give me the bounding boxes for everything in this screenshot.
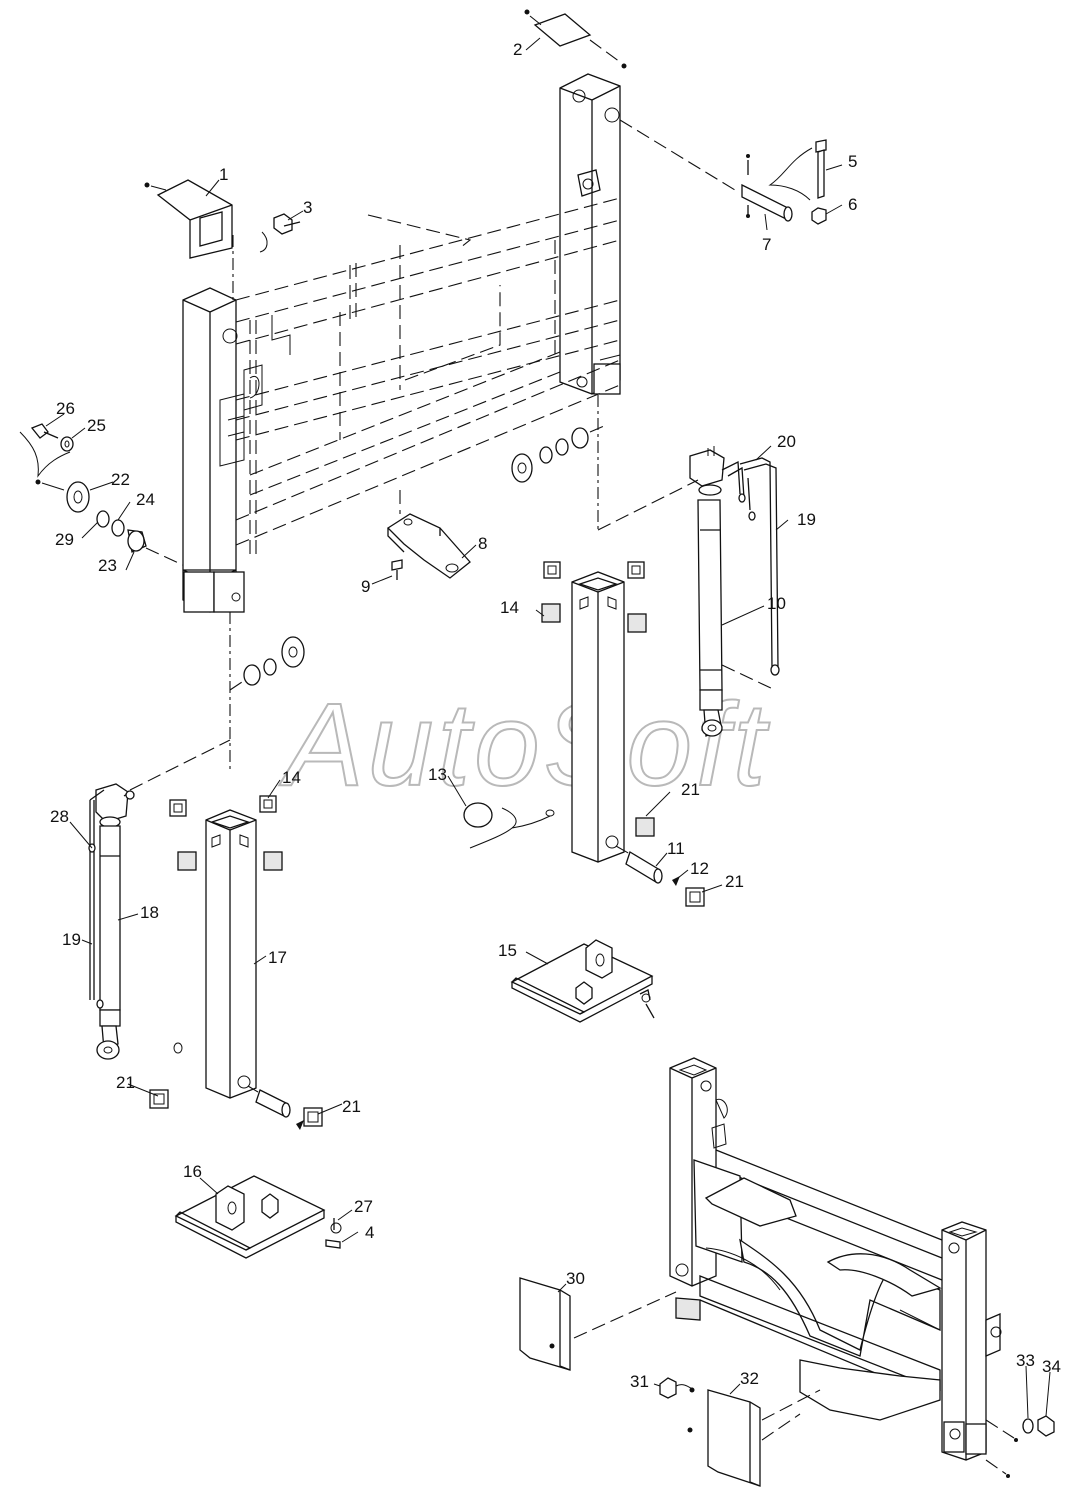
callout-23: 23 — [98, 556, 117, 575]
part-23-bushing — [127, 529, 147, 553]
left-column-wear-pads — [149, 795, 323, 1127]
left-column-pin — [247, 1085, 304, 1130]
part-25-washer — [60, 436, 74, 452]
callout-21-right-lower: 21 — [725, 872, 744, 891]
callout-12: 12 — [690, 859, 709, 878]
part-17-left-inner-column — [205, 809, 257, 1099]
part-32-side-plate — [687, 1387, 821, 1487]
callout-1: 1 — [219, 165, 228, 184]
callout-9: 9 — [361, 577, 370, 596]
callout-15: 15 — [498, 941, 517, 960]
callout-16: 16 — [183, 1162, 202, 1181]
callout-19-left: 19 — [62, 930, 81, 949]
part-8-plate — [386, 490, 471, 579]
callout-30: 30 — [566, 1269, 585, 1288]
right-column-wear-pads — [541, 561, 705, 907]
part-29-ring — [96, 510, 110, 528]
callout-5: 5 — [848, 152, 857, 171]
part-15-base-plate — [510, 939, 655, 1023]
callout-17: 17 — [268, 948, 287, 967]
callout-2: 2 — [513, 40, 522, 59]
callout-18: 18 — [140, 903, 159, 922]
callout-20: 20 — [777, 432, 796, 451]
callout-13: 13 — [428, 765, 447, 784]
part-19-hydraulic-line-left — [88, 789, 135, 1009]
part-16-base-plate — [174, 1175, 326, 1259]
part-2-cover-plate — [524, 9, 627, 69]
cylinder-mount-line — [597, 479, 776, 691]
callout-33: 33 — [1016, 1351, 1035, 1370]
callout-4: 4 — [365, 1223, 374, 1242]
part-13-snap-ring — [463, 802, 555, 849]
callout-28: 28 — [50, 807, 69, 826]
callout-11: 11 — [667, 839, 685, 858]
callout-14-left: 14 — [282, 768, 301, 787]
callout-24: 24 — [136, 490, 155, 509]
callout-29: 29 — [55, 530, 74, 549]
callout-21-lower-left: 21 — [116, 1073, 135, 1092]
part-20-hydraulic-line — [721, 457, 780, 676]
part-27-clip — [330, 1218, 342, 1234]
part-31-nut — [659, 1377, 695, 1399]
part-9-screw — [391, 559, 403, 580]
right-inner-column — [571, 571, 625, 863]
part-33-washer — [1022, 1418, 1034, 1434]
callout-7: 7 — [762, 235, 771, 254]
callout-31: 31 — [630, 1372, 649, 1391]
callout-22: 22 — [111, 470, 130, 489]
cylinder-mount-line-left — [129, 739, 231, 791]
callout-6: 6 — [848, 195, 857, 214]
callout-21-right: 21 — [681, 780, 700, 799]
part-30-side-plate — [519, 1277, 677, 1371]
callout-21-lower-mid: 21 — [342, 1097, 361, 1116]
part-5-bolt — [815, 139, 827, 199]
lower-left-seal-stack — [229, 636, 305, 691]
part-4-pin — [325, 1239, 341, 1249]
part-22-flange — [35, 479, 90, 513]
callout-3: 3 — [303, 198, 312, 217]
part-7-pin — [741, 154, 793, 222]
callout-10: 10 — [767, 594, 786, 613]
callout-34: 34 — [1042, 1357, 1061, 1376]
part-18-lift-cylinder — [95, 783, 129, 1060]
part-24-ring — [111, 519, 125, 537]
lower-carriage-frame — [669, 1057, 1002, 1461]
callout-labels: 1 2 3 4 5 6 7 8 9 10 11 12 13 14 14 15 1… — [50, 40, 1061, 1391]
pin-axis-right — [615, 845, 631, 855]
callout-14-right: 14 — [500, 598, 519, 617]
watermark-text: AutoSoft — [279, 679, 770, 811]
alignment-line-left — [229, 235, 234, 770]
upper-right-seal-stack — [511, 425, 605, 483]
part-3-bolt — [259, 213, 301, 253]
upper-carriage-frame — [182, 73, 621, 613]
part-10-lift-cylinder — [689, 446, 725, 737]
pin-group-bracket — [768, 147, 813, 201]
seal-axis-left — [145, 547, 184, 566]
part-26-bolt — [30, 423, 59, 439]
callout-27: 27 — [354, 1197, 373, 1216]
part-1-bracket — [144, 179, 233, 259]
leader-lines — [45, 37, 1051, 1419]
part-34-bolt — [985, 1415, 1055, 1478]
part-6-nut — [811, 207, 827, 225]
seal-group-bracket — [19, 431, 71, 478]
callout-26: 26 — [56, 399, 75, 418]
part-12-clip — [672, 876, 680, 886]
callout-8: 8 — [478, 534, 487, 553]
callout-19-right: 19 — [797, 510, 816, 529]
part-11-pin — [625, 851, 663, 884]
pin-alignment-line — [619, 119, 736, 191]
callout-25: 25 — [87, 416, 106, 435]
callout-32: 32 — [740, 1369, 759, 1388]
